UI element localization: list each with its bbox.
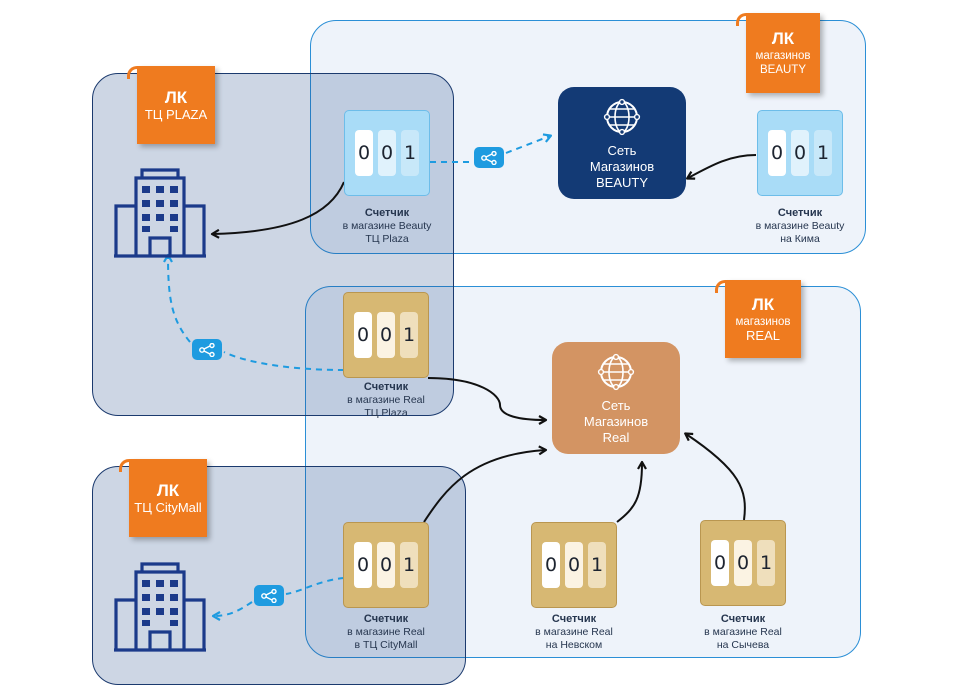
meter-line1: в магазине Real [347,394,425,406]
meter-digit: 0 [355,130,373,176]
link-real-sycheva-to-hub [684,432,746,521]
link-share-plaza [168,256,345,371]
meter-line1: в магазине Real [704,626,782,638]
meter-line2: ТЦ Plaza [364,406,408,419]
meter-real-nevsky-label: Счетчик в магазине Real на Невском [499,612,649,651]
share-icon-city [254,585,284,606]
office-building-icon-citymall [114,562,206,652]
hub-beauty-line1: Сеть [607,143,637,158]
link-real-plaza-to-hub [427,377,548,425]
meter-digit: 1 [401,130,419,176]
link-share-beauty [430,136,550,163]
hub-real: Сеть Магазинов Real [552,342,680,454]
meter-line2: в ТЦ CityMall [354,638,418,651]
share-icon-beauty [474,147,504,168]
link-real-city-to-hub [423,445,548,523]
tag-plaza-line2: ТЦ PLAZA [144,107,208,122]
office-building-icon-plaza [114,168,206,258]
meter-digit: 0 [565,542,583,588]
meter-real-citymall: 0 0 1 [343,522,429,608]
meter-digit: 1 [400,312,418,358]
tag-citymall: ЛК ТЦ CityMall [119,459,207,537]
meter-title: Счетчик [720,613,766,625]
hub-real-line1: Сеть [601,398,631,413]
meter-line2: на Кима [780,232,820,245]
tag-real-line3: REAL [746,328,780,343]
meter-digit: 0 [734,540,752,586]
meter-real-nevsky: 0 0 1 [531,522,617,608]
meter-line1: в магазине Real [347,626,425,638]
meter-beauty-plaza-label: Счетчик в магазине Beauty ТЦ Plaza [312,206,462,245]
hub-beauty: Сеть Магазинов BEAUTY [558,87,686,199]
meter-title: Счетчик [363,613,409,625]
tag-real-line2: магазинов [735,316,791,328]
meter-title: Счетчик [363,381,409,393]
globe-network-icon [603,98,641,136]
meter-real-plaza: 0 0 1 [343,292,429,378]
meter-real-sycheva: 0 0 1 [700,520,786,606]
link-beauty-plaza-to-plaza [210,181,345,239]
tag-citymall-line2: ТЦ CityMall [134,500,202,515]
link-real-nevsky-to-hub [616,460,647,523]
meter-title: Счетчик [551,613,597,625]
tag-real-line1: ЛК [751,295,775,314]
meter-digit: 0 [354,542,372,588]
hub-real-line2: Магазинов [583,414,649,429]
meter-digit: 1 [814,130,832,176]
meter-digit: 0 [378,130,396,176]
tag-real: ЛК магазинов REAL [715,280,801,358]
tag-beauty-line2: магазинов [755,50,811,62]
link-share-city [214,577,345,616]
hub-real-line3: Real [602,430,630,445]
meter-digit: 1 [588,542,606,588]
meter-digit: 0 [711,540,729,586]
tag-beauty-line3: BEAUTY [759,64,806,76]
meter-beauty-kima-label: Счетчик в магазине Beauty на Кима [725,206,875,245]
meter-digit: 0 [768,130,786,176]
tag-citymall-line1: ЛК [156,481,180,500]
tag-plaza-line1: ЛК [164,88,188,107]
meter-digit: 0 [377,312,395,358]
meter-line1: в магазине Real [535,626,613,638]
link-beauty-kima-to-hub [686,154,757,180]
meter-digit: 1 [400,542,418,588]
meter-beauty-plaza: 0 0 1 [344,110,430,196]
meter-real-citymall-label: Счетчик в магазине Real в ТЦ CityMall [311,612,461,651]
meter-beauty-kima: 0 0 1 [757,110,843,196]
meter-line2: на Невском [545,638,603,651]
meter-real-plaza-label: Счетчик в магазине Real ТЦ Plaza [311,380,461,419]
meter-title: Счетчик [364,207,410,219]
meter-digit: 0 [791,130,809,176]
meter-digit: 0 [377,542,395,588]
meter-line2: ТЦ Plaza [365,232,409,245]
tag-beauty: ЛК магазинов BEAUTY [736,13,820,93]
meter-line1: в магазине Beauty [755,220,845,232]
hub-beauty-line2: Магазинов [589,159,655,174]
tag-beauty-line1: ЛК [771,29,795,48]
share-icon-plaza [192,339,222,360]
meter-title: Счетчик [777,207,823,219]
hub-beauty-line3: BEAUTY [595,175,648,190]
meter-line1: в магазине Beauty [342,220,432,232]
meter-line2: на Сычева [716,638,770,651]
meter-digit: 0 [354,312,372,358]
tag-plaza: ЛК ТЦ PLAZA [127,66,215,144]
meter-digit: 1 [757,540,775,586]
meter-digit: 0 [542,542,560,588]
globe-network-icon [597,353,635,391]
meter-real-sycheva-label: Счетчик в магазине Real на Сычева [668,612,818,651]
